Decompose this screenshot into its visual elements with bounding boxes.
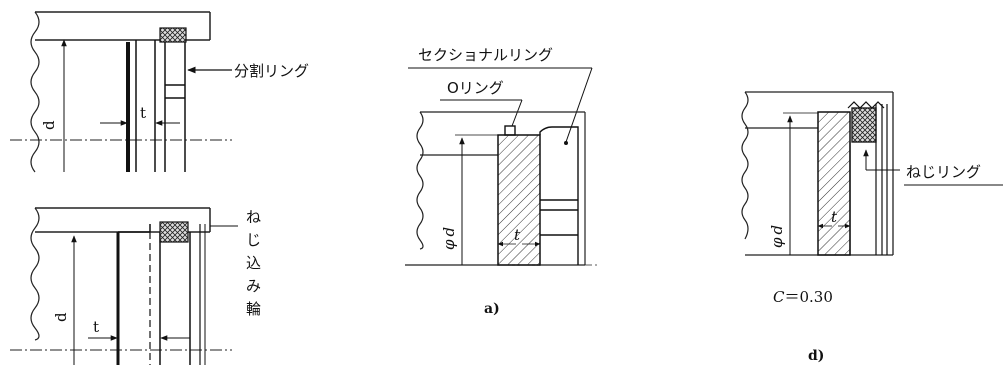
dim-t-text-d: t	[831, 208, 838, 226]
dim-d-text: d	[40, 120, 58, 130]
ring-body	[126, 40, 186, 172]
wavy-break-line-2	[30, 207, 40, 341]
figure-threaded-ring: d t ね じ 込 み 輪	[10, 207, 261, 365]
caption-d: d)	[808, 348, 824, 364]
dim-phid-text-d: φd	[768, 225, 786, 248]
dim-t-text-a: t	[514, 226, 521, 244]
formula-c: C＝0.30	[773, 288, 833, 306]
sectional-ring-label: セクショナルリング	[418, 46, 553, 64]
dim-t-text-2: t	[93, 318, 99, 336]
split-ring-label: 分割リング	[234, 62, 309, 80]
dim-phid-text: φd	[440, 227, 458, 250]
figure-d-thread: ねじリング φd t C＝0.30 d)	[741, 91, 1003, 364]
thread-ring-label: ねじリング	[906, 163, 981, 181]
svg-text:ね: ね	[246, 208, 261, 226]
threaded-ring-label: ね じ 込 み 輪	[246, 208, 261, 318]
wavy-break-line-d	[741, 91, 749, 240]
piston-section	[497, 134, 541, 266]
wavy-break-line-a	[416, 111, 424, 250]
svg-text:じ: じ	[246, 231, 261, 249]
thread-ring-section	[851, 107, 877, 143]
housing-d	[745, 91, 894, 256]
piston-section-d	[817, 111, 851, 256]
caption-a: a)	[484, 301, 500, 317]
split-ring-section	[159, 27, 187, 43]
oring-leader	[511, 99, 523, 127]
wavy-break-line	[30, 11, 40, 173]
sectional-leader-dot	[564, 141, 568, 145]
sectional-ring-body	[539, 126, 579, 265]
oring-section	[504, 125, 516, 136]
ring-body-2	[116, 224, 206, 365]
svg-text:輪: 輪	[246, 300, 261, 318]
dim-d-text-2: d	[52, 312, 70, 322]
svg-text:込: 込	[246, 254, 261, 272]
thread-teeth	[847, 101, 885, 109]
dim-t-text: t	[140, 104, 146, 122]
figure-split-ring: d t 分割リング	[10, 11, 309, 173]
figure-a-sectional: セクショナルリング Oリング φd t a)	[405, 46, 600, 317]
oring-label: Oリング	[447, 79, 504, 97]
svg-text:み: み	[246, 277, 261, 295]
sleeve-lines-d	[849, 104, 888, 255]
threaded-ring-section	[159, 221, 189, 243]
sectional-leader	[565, 67, 593, 143]
